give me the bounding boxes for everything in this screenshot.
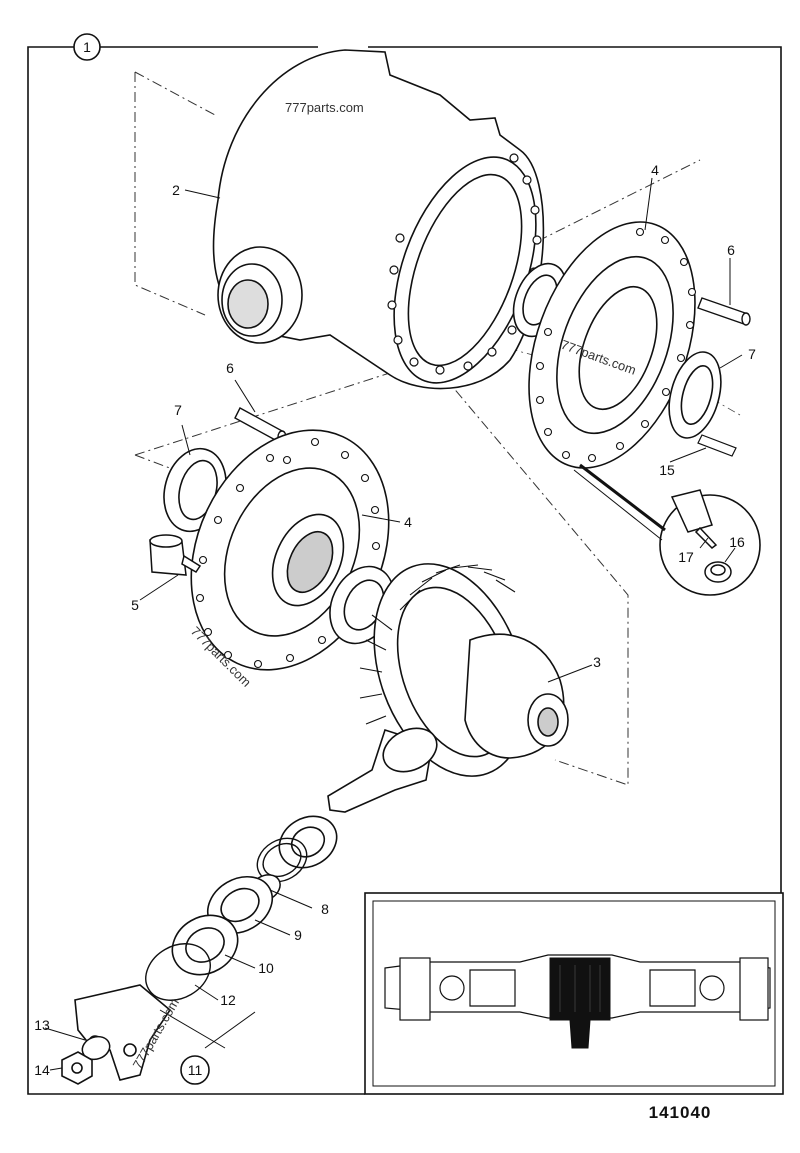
sealant-bottle bbox=[670, 489, 718, 549]
callout-9: 9 bbox=[294, 927, 302, 943]
lock-pin bbox=[697, 434, 737, 457]
callout-8: 8 bbox=[321, 901, 329, 917]
right-flange-holes bbox=[535, 227, 697, 463]
callout-7-right: 7 bbox=[748, 346, 756, 362]
drain-plug bbox=[704, 561, 732, 583]
washer bbox=[81, 1035, 111, 1061]
callout-11: 11 bbox=[180, 1055, 210, 1085]
inset-inner-frame bbox=[372, 900, 776, 1087]
sealant-tube bbox=[149, 534, 202, 576]
dowel-pin-right bbox=[697, 297, 751, 326]
axle-center-housing bbox=[549, 957, 611, 1049]
callout-16: 16 bbox=[729, 534, 745, 550]
guide-box-differential bbox=[134, 359, 629, 786]
axle-hatching bbox=[559, 965, 601, 1012]
callout-1: 1 bbox=[73, 33, 101, 61]
callout-10: 10 bbox=[258, 960, 274, 976]
axle-housing bbox=[212, 49, 545, 390]
nut bbox=[61, 1051, 93, 1085]
svg-text:1: 1 bbox=[83, 39, 91, 55]
callout-13: 13 bbox=[34, 1017, 50, 1033]
callout-2: 2 bbox=[172, 182, 180, 198]
left-flange-holes bbox=[195, 437, 381, 669]
callout-4-left: 4 bbox=[404, 514, 412, 530]
pinion-bearing bbox=[278, 815, 338, 869]
adjusting-ring-right bbox=[668, 351, 722, 439]
carrier-flange-right bbox=[528, 221, 696, 469]
callout-3: 3 bbox=[593, 654, 601, 670]
callout-17: 17 bbox=[678, 549, 694, 565]
detail-circle bbox=[573, 463, 761, 596]
callout-14: 14 bbox=[34, 1062, 50, 1078]
oil-seal bbox=[171, 914, 239, 976]
callout-5: 5 bbox=[131, 597, 139, 613]
axle-overview bbox=[384, 954, 771, 1021]
callout-6-right: 6 bbox=[727, 242, 735, 258]
watermark-top: 777parts.com bbox=[285, 100, 364, 115]
leader-lines bbox=[44, 177, 743, 1071]
callout-4-right: 4 bbox=[651, 162, 659, 178]
svg-text:11: 11 bbox=[188, 1062, 203, 1078]
callout-12: 12 bbox=[220, 992, 236, 1008]
dust-shield bbox=[145, 943, 211, 1001]
crown-wheel-differential bbox=[373, 563, 569, 777]
guide-box-housing bbox=[134, 71, 701, 316]
outer-bearing bbox=[207, 875, 273, 935]
inset-frame bbox=[364, 892, 784, 1095]
crown-wheel-teeth bbox=[359, 564, 516, 725]
shim-ring bbox=[256, 837, 308, 883]
reference-number: 141040 bbox=[649, 1103, 712, 1122]
callout-7-left: 7 bbox=[174, 402, 182, 418]
callout-15: 15 bbox=[659, 462, 675, 478]
main-frame bbox=[27, 46, 782, 1095]
pinion-shaft bbox=[327, 727, 438, 813]
callout-6-left: 6 bbox=[226, 360, 234, 376]
